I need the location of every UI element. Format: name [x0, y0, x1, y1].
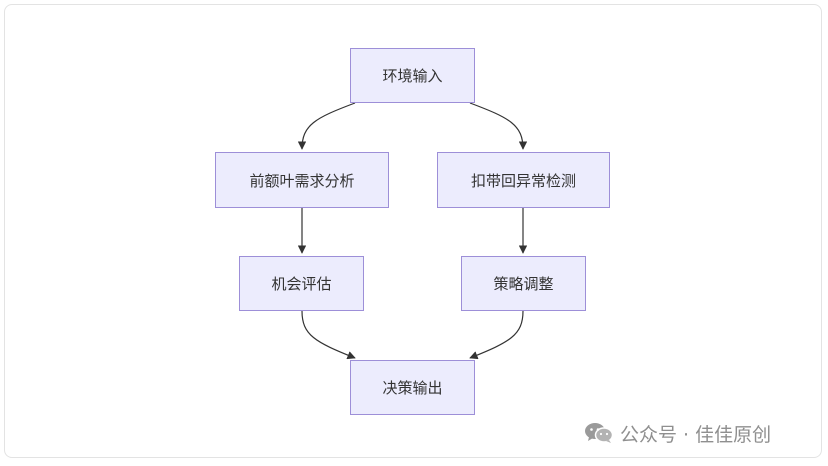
node-opportunity-assessment: 机会评估 [239, 256, 364, 311]
node-label: 环境输入 [382, 67, 443, 85]
edge-env-to-pfc [297, 102, 356, 150]
node-label: 决策输出 [382, 379, 443, 397]
edge-adj-to-out [469, 310, 524, 360]
wechat-icon [585, 423, 614, 443]
node-label: 机会评估 [271, 275, 332, 293]
node-label: 策略调整 [493, 275, 554, 293]
node-label: 前额叶需求分析 [249, 171, 355, 190]
node-environment-input: 环境输入 [350, 48, 475, 103]
watermark: 公众号 · 佳佳原创 [584, 418, 771, 448]
node-cingulate-anomaly-detection: 扣带回异常检测 [437, 152, 610, 208]
watermark-text: 公众号 · 佳佳原创 [620, 423, 772, 446]
node-label: 扣带回异常检测 [470, 171, 576, 190]
edge-opp-to-out [301, 310, 356, 360]
node-strategy-adjustment: 策略调整 [461, 256, 586, 311]
edge-env-to-acc [469, 102, 528, 150]
node-decision-output: 决策输出 [350, 360, 475, 415]
node-prefrontal-demand-analysis: 前额叶需求分析 [215, 152, 389, 208]
